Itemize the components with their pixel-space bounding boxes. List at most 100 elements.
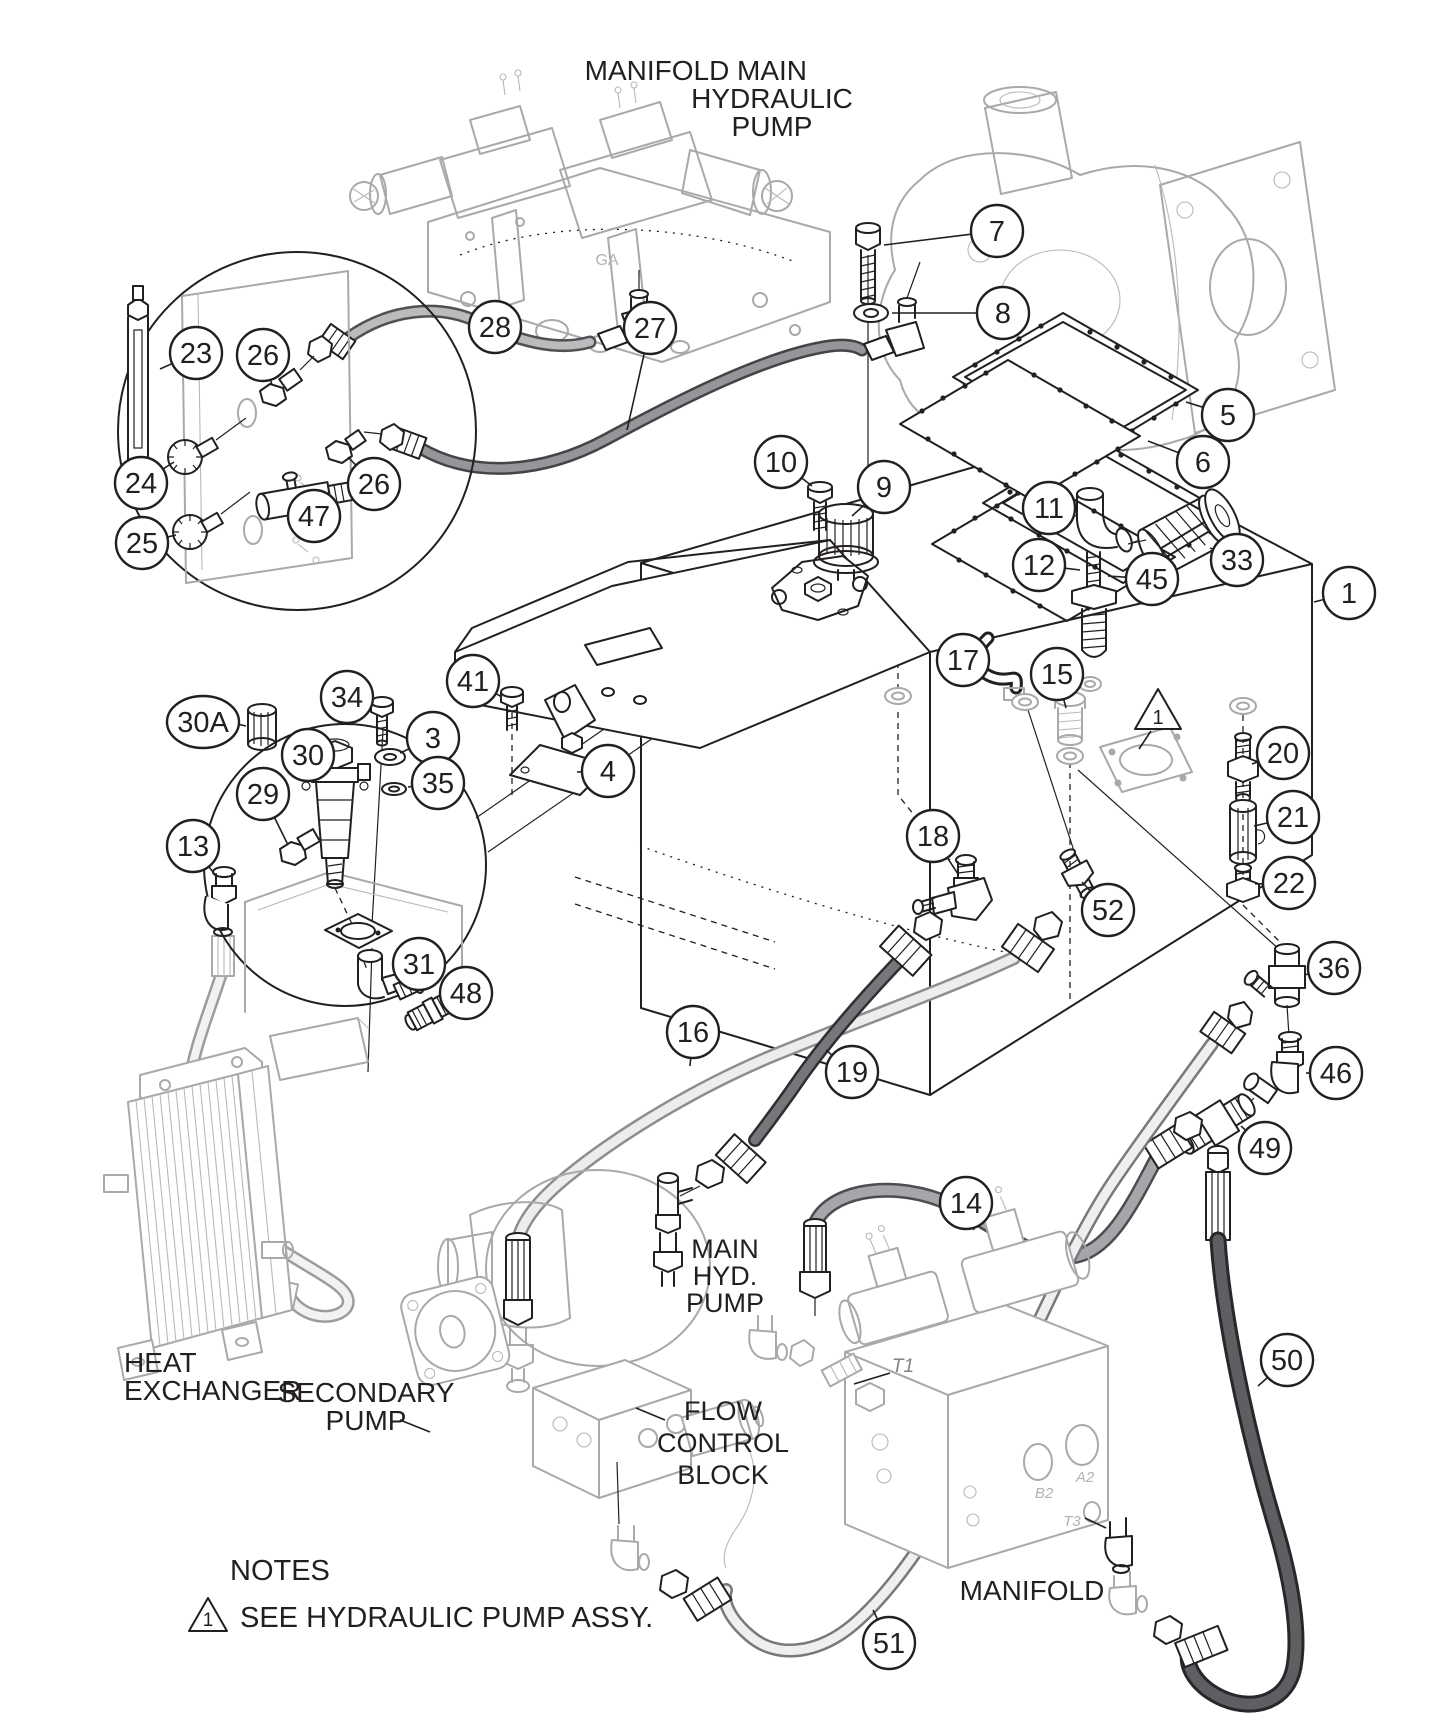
callout-27: 27 (622, 300, 678, 431)
label-flow-control-block-1: FLOW (684, 1396, 763, 1426)
fitting-20 (1227, 732, 1259, 803)
hose-19 (679, 911, 943, 1197)
callout-number-48: 48 (450, 978, 482, 1010)
callout-number-19: 19 (836, 1057, 868, 1089)
callout-leader-50 (1257, 1376, 1269, 1387)
callout-number-13: 13 (177, 831, 209, 863)
nipple-52 (1059, 848, 1097, 899)
callout-circle-10 (753, 434, 809, 490)
callout-circle-28 (467, 299, 523, 355)
callout-23: 23 (159, 325, 224, 381)
label-main-hyd-pump-1: MAIN (691, 1234, 759, 1264)
callout-circle-18 (905, 808, 961, 864)
callout-52: 52 (1080, 881, 1136, 938)
callouts: 1345678910111213141516171819202122232425… (113, 203, 1377, 1671)
callout-circle-30A (165, 694, 241, 750)
callout-46: 46 (1306, 1045, 1364, 1101)
block-drain-elbow (610, 1525, 650, 1572)
callout-circle-30 (280, 727, 336, 783)
callout-number-26: 26 (247, 340, 279, 372)
callout-26: 26 (235, 327, 291, 386)
callout-leader-29 (273, 816, 289, 846)
callout-50: 50 (1257, 1332, 1315, 1388)
callout-19: 19 (824, 1044, 880, 1100)
washer-3 (374, 748, 406, 766)
label-secondary-pump-2: PUMP (326, 1405, 407, 1436)
callout-circle-23 (168, 325, 224, 381)
pump-inlet-tee (653, 1172, 693, 1287)
callout-leader-21 (1253, 822, 1268, 827)
port-label-port-a2: A2 (1075, 1469, 1095, 1486)
callout-number-45: 45 (1136, 564, 1168, 596)
callout-number-29: 29 (247, 779, 279, 811)
callout-number-10: 10 (765, 447, 797, 479)
bolt-10 (807, 481, 833, 531)
callout-17: 17 (935, 632, 991, 688)
callout-28: 28 (467, 299, 523, 355)
callout-circle-19 (824, 1044, 880, 1100)
callout-3: 3 (399, 710, 461, 766)
callout-number-22: 22 (1273, 868, 1305, 900)
callout-leader-5 (1185, 401, 1204, 409)
t1-leader (853, 1372, 891, 1385)
callout-26: 26 (346, 456, 402, 512)
callout-35: 35 (407, 755, 466, 811)
t3-leader (1084, 1517, 1107, 1529)
callout-number-25: 25 (126, 528, 158, 560)
callout-number-28: 28 (479, 312, 511, 344)
callout-20: 20 (1251, 725, 1311, 781)
callout-number-46: 46 (1320, 1058, 1352, 1090)
callout-8: 8 (892, 285, 1031, 341)
callout-number-24: 24 (125, 468, 157, 500)
callout-13: 13 (165, 818, 221, 877)
callout-number-41: 41 (457, 666, 489, 698)
bolt-7 (855, 222, 881, 305)
callout-circle-20 (1255, 725, 1311, 781)
elbow-18 (912, 854, 993, 921)
callout-number-31: 31 (403, 949, 435, 981)
callout-number-11: 11 (1034, 493, 1064, 525)
callout-11: 11 (1021, 480, 1077, 536)
hose-16 (502, 911, 1063, 1393)
callout-circle-49 (1237, 1120, 1293, 1176)
callout-circle-26 (346, 456, 402, 512)
callout-circle-41 (445, 653, 501, 709)
callout-25: 25 (114, 515, 177, 571)
callout-leader-26 (347, 456, 357, 466)
label-main-hydraulic-pump-1: MAIN (737, 55, 807, 86)
callout-circle-25 (114, 515, 170, 571)
callout-31: 31 (391, 936, 447, 992)
washer-35 (381, 782, 407, 796)
callout-leader-27 (626, 353, 646, 431)
port-label-port-ga: GA (595, 252, 618, 269)
callout-leader-12 (1064, 567, 1081, 571)
callout-12: 12 (1011, 537, 1081, 593)
callout-48: 48 (438, 965, 494, 1021)
callout-circle-16 (665, 1004, 721, 1060)
callout-leader-18 (946, 857, 959, 875)
callout-circle-13 (165, 818, 221, 874)
callout-leader-1 (1313, 598, 1325, 603)
fitting-26-upper (259, 355, 315, 407)
callout-number-4: 4 (600, 756, 616, 788)
strainer-connector-line (1127, 539, 1147, 545)
callout-51: 51 (861, 1609, 917, 1671)
port-label-port-t1: T1 (892, 1356, 914, 1377)
callout-circle-8 (975, 285, 1031, 341)
callout-circle-9 (856, 459, 912, 515)
secondary-pump-leader (399, 1419, 431, 1433)
elbow-46 (1243, 1031, 1304, 1105)
label-leaders (399, 1372, 1107, 1529)
callout-number-5: 5 (1220, 400, 1236, 432)
callout-16: 16 (665, 1004, 721, 1067)
tee-36 (1243, 943, 1306, 1008)
warning-triangle-icon (1134, 688, 1182, 730)
secondary-pump-assembly (400, 1169, 765, 1572)
callout-49: 49 (1237, 1120, 1293, 1176)
warning-triangle-number: 1 (1152, 707, 1163, 729)
callout-number-30: 30 (292, 740, 324, 772)
callout-34: 34 (319, 669, 375, 725)
callout-number-50: 50 (1271, 1345, 1303, 1377)
